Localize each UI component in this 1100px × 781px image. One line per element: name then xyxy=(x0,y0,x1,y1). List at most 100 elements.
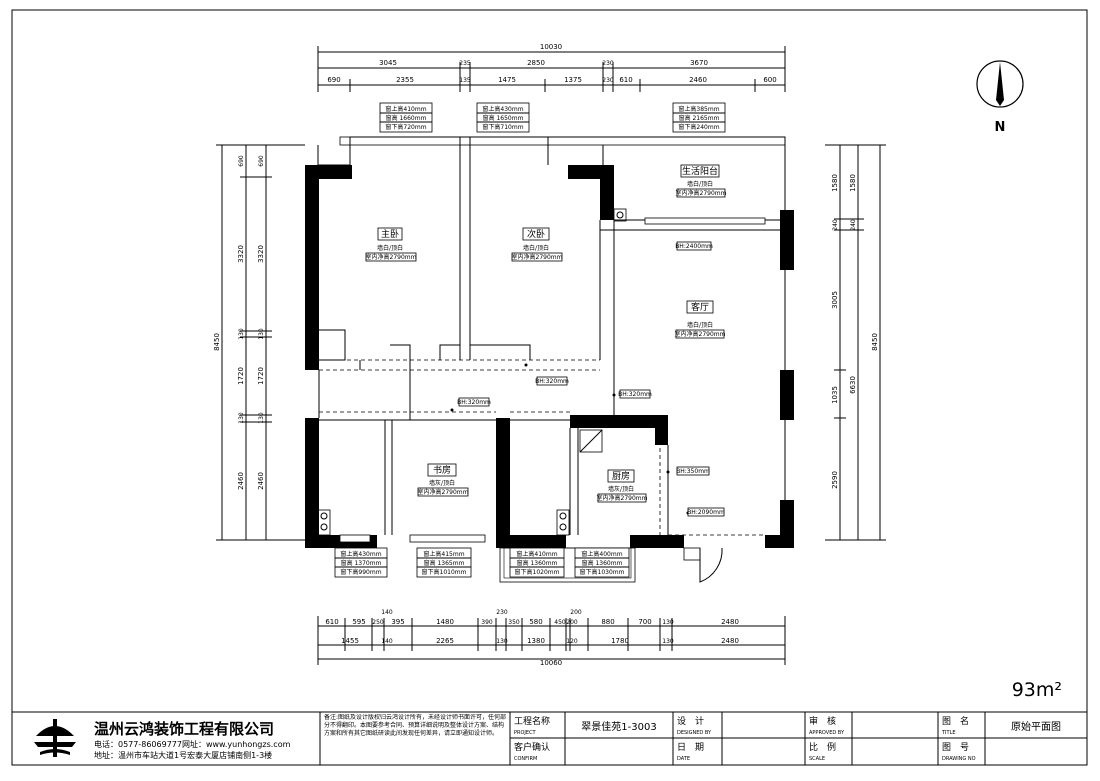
dim-left-inner: 130 xyxy=(258,412,265,424)
dim-bottom-row1: 130 xyxy=(662,619,674,626)
room-kitchen: 厨房 墙灰/顶白 室内净高2790mm xyxy=(597,469,648,503)
scale-label: 比 例 xyxy=(809,741,836,753)
designer-note: 备注:图纸及设计版权归云鸿设计所有，未经设计师书面许可，任何部分不得翻印。本图要… xyxy=(324,714,506,737)
window-note: 窗高 2165mm xyxy=(679,114,720,122)
dim-bottom-row2: 120 xyxy=(566,638,578,645)
room-name: 次卧 xyxy=(527,228,545,240)
approve-label-en: APPROVED BY xyxy=(809,730,845,736)
plan-walls xyxy=(305,136,794,583)
window-note: 窗高 1660mm xyxy=(386,114,427,122)
scale-label-en: SCALE xyxy=(809,756,825,762)
title-block: 温州云鸿装饰工程有限公司 电话：0577-86069777网址：www.yunh… xyxy=(34,712,1087,765)
dim-top-row2: 2460 xyxy=(689,76,707,84)
dim-left-inner: 2460 xyxy=(257,472,265,490)
dim-top-row1: 235 xyxy=(459,60,471,67)
room-finish: 墙白/顶白 xyxy=(687,180,713,188)
dim-bottom-row1: 350 xyxy=(508,619,520,626)
room-name: 客厅 xyxy=(691,301,709,313)
dim-right: 1580 xyxy=(831,174,839,192)
dim-top-row2: 690 xyxy=(327,76,340,84)
left-dimensions: 8450 690 3320 130 1720 130 2460 690 3320… xyxy=(213,144,305,541)
project-label: 工程名称 xyxy=(514,715,550,727)
dim-right: 2590 xyxy=(831,471,839,489)
room-finish: 墙白/顶白 xyxy=(377,244,403,252)
dim-bottom-row1: 1480 xyxy=(436,618,454,626)
room-master-bedroom: 主卧 墙白/顶白 室内净高2790mm xyxy=(366,227,417,262)
room-height: 室内净高2790mm xyxy=(676,189,727,197)
dim-bottom-row2: 2265 xyxy=(436,637,454,645)
date-label: 日 期 xyxy=(677,742,704,753)
window-note: 窗下高240mm xyxy=(678,123,719,131)
dim-top-row1: 230 xyxy=(602,60,614,67)
dim-bottom-upper: 230 xyxy=(496,609,508,616)
dim-right: 1035 xyxy=(831,386,839,404)
dim-bottom-upper: 140 xyxy=(381,609,393,616)
company-logo-icon xyxy=(34,719,76,757)
beam-height-tag: BH:2090mm xyxy=(687,509,725,516)
dim-bottom-row1: 595 xyxy=(352,618,365,626)
top-window-notes: 窗上高410mm 窗高 1660mm 窗下高720mm 窗上高430mm 窗高 … xyxy=(379,102,726,133)
dim-top-row1: 3045 xyxy=(379,59,397,67)
right-dimensions: 1580 240 3005 1035 2590 1580 240 6630 84… xyxy=(825,144,886,541)
dim-left: 2460 xyxy=(237,472,245,490)
room-name: 厨房 xyxy=(612,470,630,482)
room-height: 室内净高2790mm xyxy=(512,253,563,261)
beam-height-tag: BH:2400mm xyxy=(675,243,713,250)
beam-height-tag: BH:320mm xyxy=(535,378,569,385)
window-note: 窗上高400mm xyxy=(581,550,622,558)
window-note: 窗下高1030mm xyxy=(580,568,625,576)
dim-bottom-row1: 200 xyxy=(566,619,578,626)
dim-bottom-upper: 200 xyxy=(570,609,582,616)
project-value: 翠景佳苑1-3003 xyxy=(581,720,656,733)
dim-left: 130 xyxy=(238,412,245,424)
dim-top-row2: 610 xyxy=(619,76,632,84)
dim-bottom-row1: 700 xyxy=(638,618,651,626)
dim-left-inner: 690 xyxy=(258,155,265,167)
dim-left: 690 xyxy=(238,155,245,167)
confirm-label-en: CONFIRM xyxy=(514,756,537,762)
drawing-no-label-en: DRAWING NO xyxy=(942,756,976,762)
beam-height-tag: BH:350mm xyxy=(676,468,710,475)
dim-left-inner: 1720 xyxy=(257,367,265,385)
dim-bottom-row2: 130 xyxy=(662,638,674,645)
window-note: 窗下高990mm xyxy=(340,568,381,576)
dim-left-total: 8450 xyxy=(213,333,221,351)
room-second-bedroom: 次卧 墙白/顶白 室内净高2790mm xyxy=(512,227,563,262)
dim-top-row2: 1375 xyxy=(564,76,582,84)
window-note: 窗下高710mm xyxy=(482,123,523,131)
dim-bottom-total: 10060 xyxy=(540,659,562,667)
room-height: 室内净高2790mm xyxy=(418,488,469,496)
dim-right-inner: 240 xyxy=(850,219,857,231)
bottom-dimensions: 610 595 250 395 1480 390 350 580 450 200… xyxy=(317,609,786,667)
dim-bottom-row1: 2480 xyxy=(721,618,739,626)
dim-top-row1: 2850 xyxy=(527,59,545,67)
window-note: 窗上高410mm xyxy=(516,550,557,558)
room-living-room: 客厅 墙白/顶白 室内净高2790mm xyxy=(675,300,726,339)
date-label-en: DATE xyxy=(677,756,690,762)
design-label-en: DESIGNED BY xyxy=(677,730,712,736)
window-note: 窗下高1020mm xyxy=(515,568,560,576)
dim-bottom-row2: 1455 xyxy=(341,637,359,645)
dim-bottom-row2: 2480 xyxy=(721,637,739,645)
dim-right-inner: 6630 xyxy=(849,376,857,394)
room-study: 书房 墙灰/顶白 室内净高2790mm xyxy=(418,463,469,497)
design-label: 设 计 xyxy=(677,715,704,727)
dim-left-inner: 3320 xyxy=(257,245,265,263)
window-note: 窗高 1650mm xyxy=(483,114,524,122)
dim-bottom-row2: 1780 xyxy=(611,637,629,645)
room-height: 室内净高2790mm xyxy=(366,253,417,261)
dim-bottom-row2: 130 xyxy=(496,638,508,645)
dim-top-row1: 3670 xyxy=(690,59,708,67)
room-height: 室内净高2790mm xyxy=(597,494,648,502)
dim-top-row2: 600 xyxy=(763,76,776,84)
window-note: 窗高 1360mm xyxy=(517,559,558,567)
dim-right: 240 xyxy=(832,219,839,231)
dim-bottom-row1: 610 xyxy=(325,618,338,626)
confirm-label: 客户确认 xyxy=(514,741,550,753)
room-name: 主卧 xyxy=(381,228,399,240)
dim-bottom-row1: 580 xyxy=(529,618,542,626)
dim-left: 1720 xyxy=(237,367,245,385)
window-note: 窗上高430mm xyxy=(340,550,381,558)
room-labels: 主卧 墙白/顶白 室内净高2790mm 次卧 墙白/顶白 室内净高2790mm … xyxy=(366,164,727,503)
dim-top-row2: 135 xyxy=(459,77,471,84)
